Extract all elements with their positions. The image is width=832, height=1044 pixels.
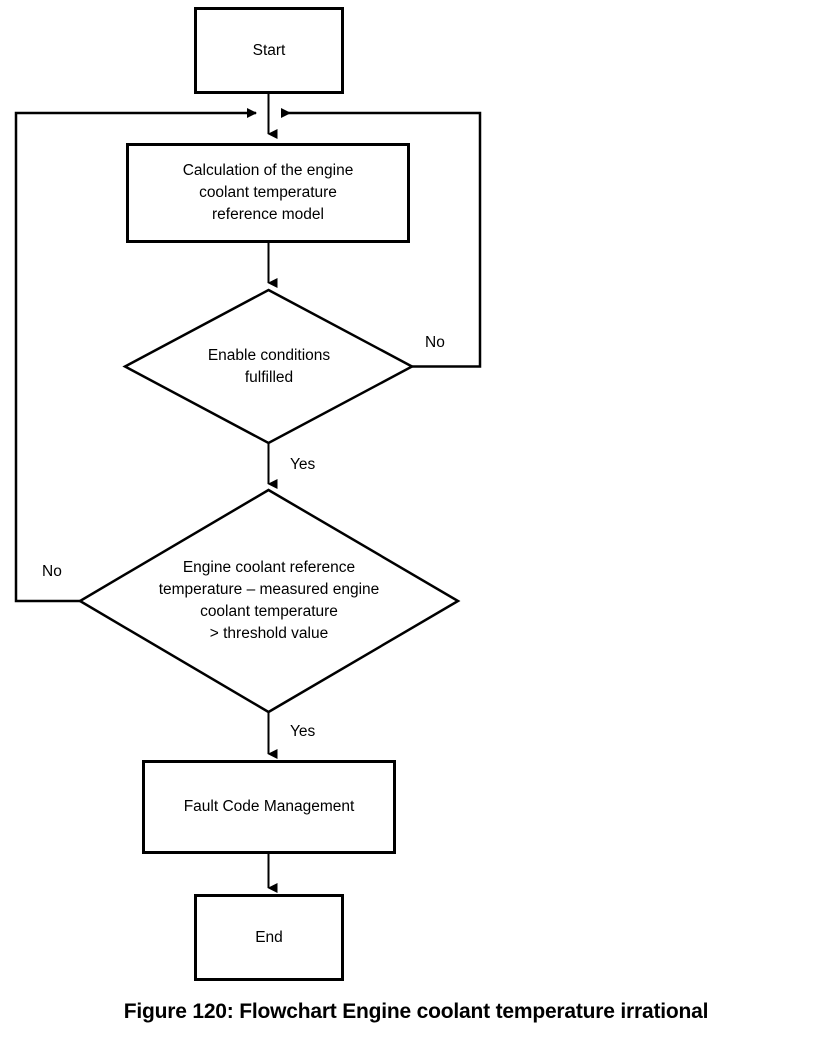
node-start-shape (194, 7, 344, 94)
edge-label-enable-yes: Yes (290, 456, 316, 473)
figure-caption: Figure 120: Flowchart Engine coolant tem… (123, 1000, 709, 1023)
node-fault-code-management-shape (142, 760, 396, 854)
edge-label-threshold-no: No (42, 563, 62, 580)
node-calculation-shape (126, 143, 410, 243)
edge-enable-no-loop (281, 108, 482, 368)
node-enable-conditions-shape (122, 288, 415, 445)
node-threshold-check-shape (77, 488, 461, 714)
edge-threshold-no-loop (14, 108, 257, 603)
edge-label-enable-no: No (425, 334, 445, 351)
node-end-shape (194, 894, 344, 981)
edge-label-threshold-yes: Yes (290, 723, 316, 740)
